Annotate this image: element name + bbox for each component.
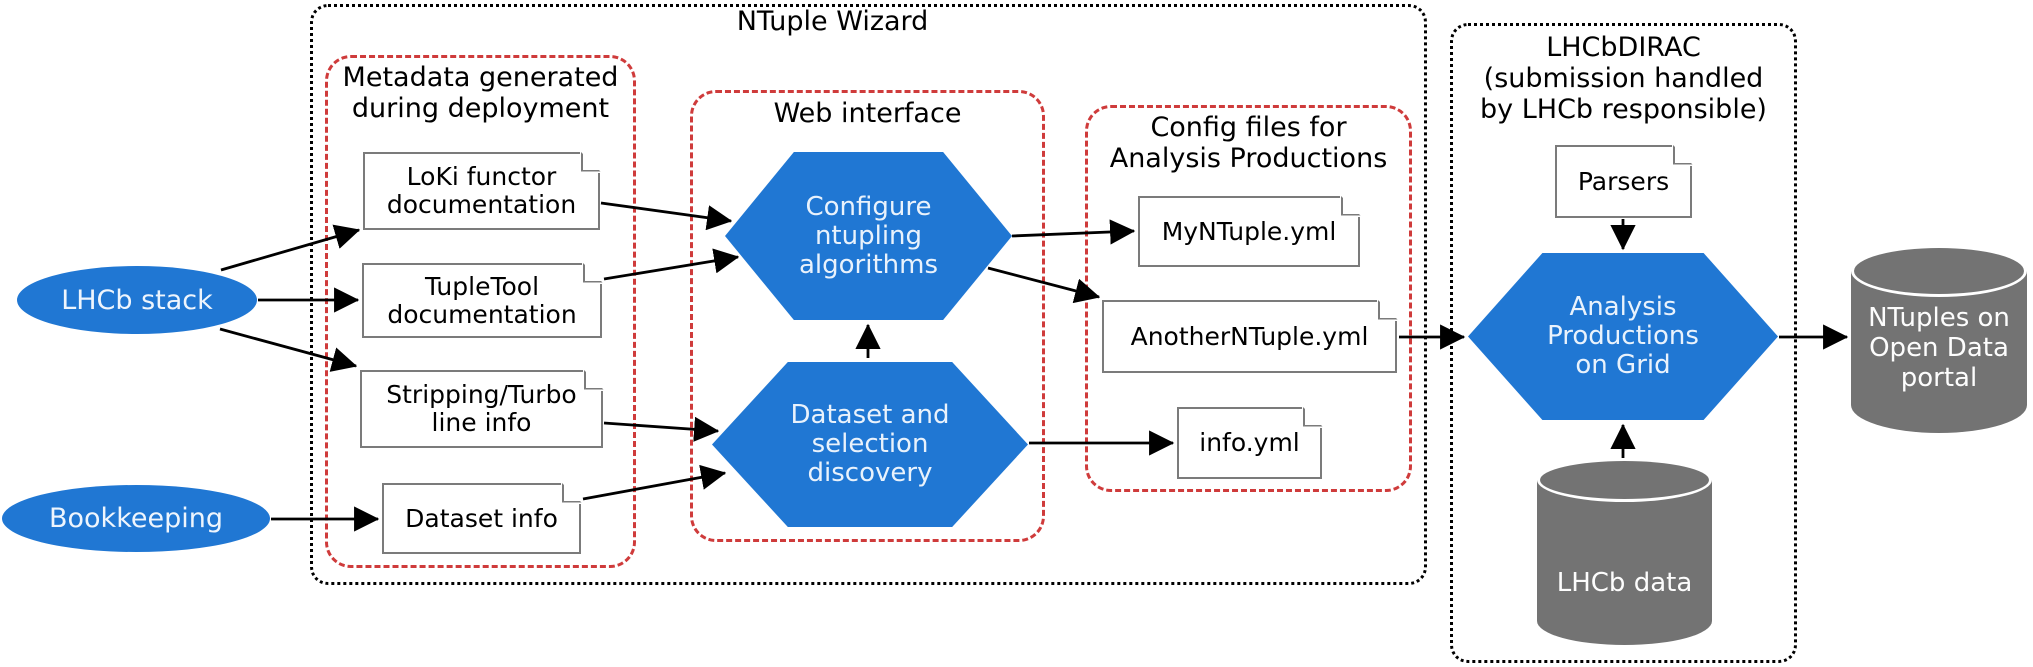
analysis-hex: Analysis Productions on Grid bbox=[1468, 253, 1778, 420]
parsers-doc: Parsers bbox=[1555, 144, 1693, 218]
dataset-hex: Dataset and selection discovery bbox=[712, 362, 1028, 527]
tupletool-doc: TupleTool documentation bbox=[362, 262, 603, 338]
web-interface-title: Web interface bbox=[773, 98, 962, 129]
lhcb-data-cylinder: LHCb data bbox=[1537, 458, 1712, 645]
lhcbdirac-title: LHCbDIRAC (submission handled by LHCb re… bbox=[1480, 32, 1767, 125]
lhcb-stack-ellipse: LHCb stack bbox=[17, 266, 257, 334]
ntuples-label: NTuples on Open Data portal bbox=[1868, 303, 2010, 393]
stripping-doc: Stripping/Turbo line info bbox=[360, 369, 604, 448]
group-box-metadata bbox=[325, 55, 636, 568]
loki-doc: LoKi functor documentation bbox=[363, 151, 601, 230]
cylinder-lid bbox=[1537, 458, 1712, 502]
cylinder-body bbox=[1851, 271, 2027, 433]
ntuples-cylinder: NTuples on Open Data portal bbox=[1851, 245, 2027, 433]
group-box-web-interface bbox=[690, 90, 1045, 542]
dataset-info-doc: Dataset info bbox=[382, 482, 582, 554]
info-doc: info.yml bbox=[1177, 406, 1323, 479]
group-box-ntuple-wizard bbox=[310, 4, 1427, 585]
cylinder-body bbox=[1537, 480, 1712, 645]
bookkeeping-ellipse: Bookkeeping bbox=[2, 485, 270, 552]
cylinder-lid bbox=[1851, 245, 2027, 297]
ntuple-wizard-title: NTuple Wizard bbox=[736, 6, 929, 37]
anotherntuple-doc: AnotherNTuple.yml bbox=[1102, 299, 1398, 373]
config-files-title: Config files for Analysis Productions bbox=[1109, 112, 1388, 174]
configure-hex: Configure ntupling algorithms bbox=[725, 152, 1012, 320]
myntuple-doc: MyNTuple.yml bbox=[1138, 195, 1361, 267]
lhcb-data-label: LHCb data bbox=[1556, 568, 1693, 598]
metadata-group-title: Metadata generated during deployment bbox=[342, 62, 619, 124]
